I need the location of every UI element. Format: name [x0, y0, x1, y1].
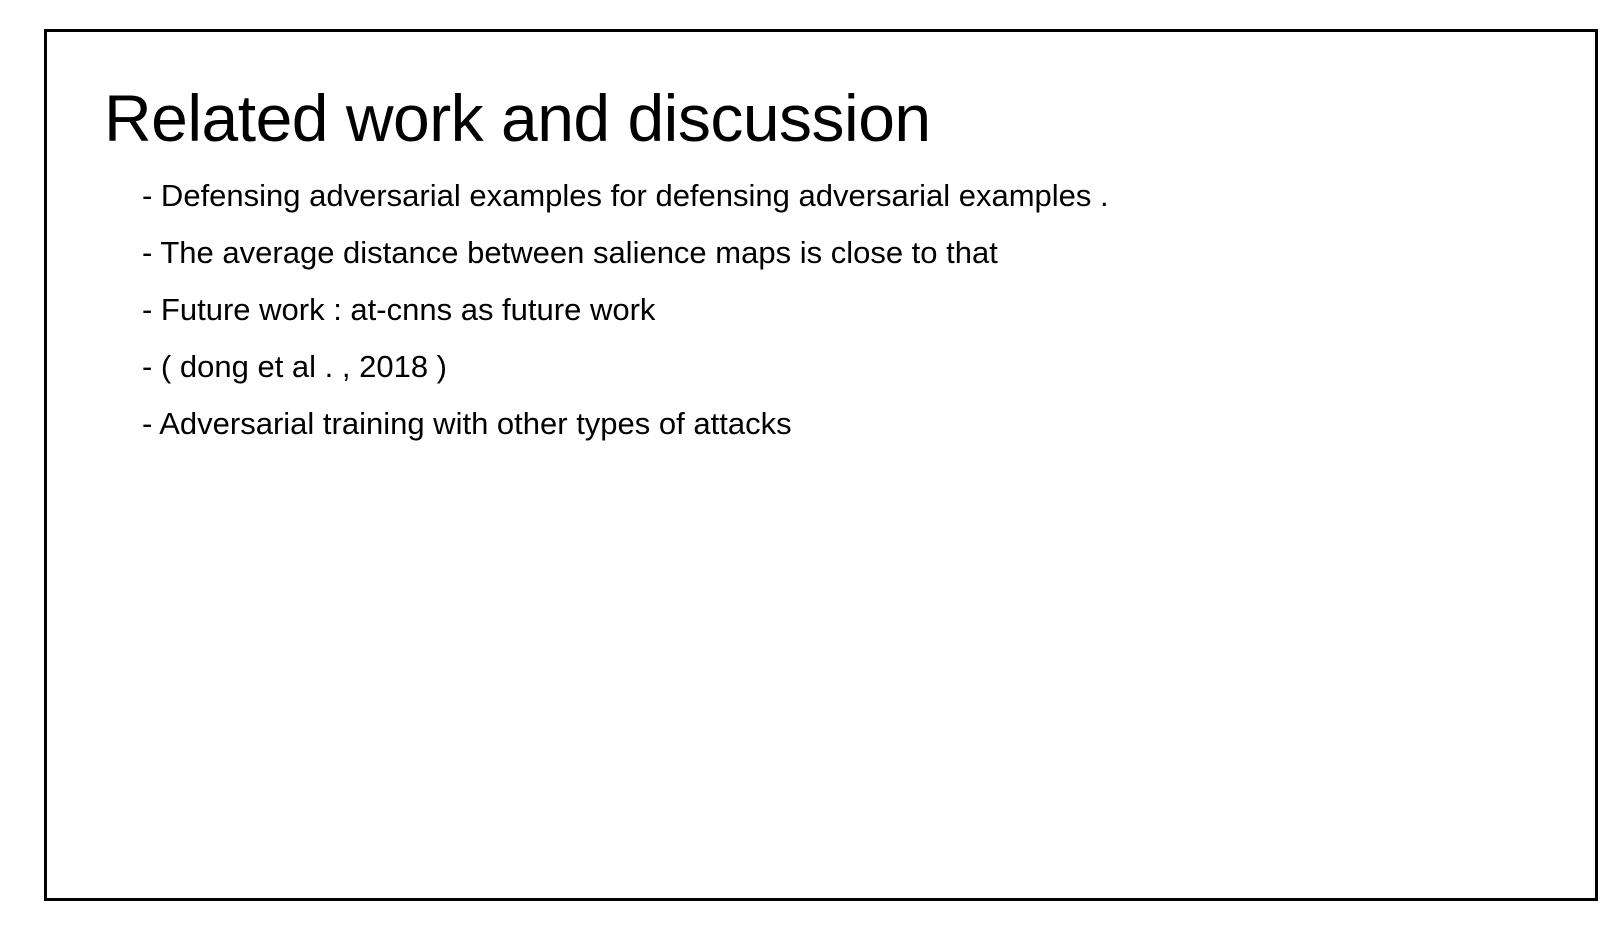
slide-frame: Related work and discussion - Defensing … — [44, 29, 1598, 901]
bullet-list: - Defensing adversarial examples for def… — [142, 167, 1109, 452]
bullet-item: - Adversarial training with other types … — [142, 406, 792, 441]
bullet-item: - The average distance between salience … — [142, 235, 998, 270]
bullet-item: - Future work : at-cnns as future work — [142, 292, 656, 327]
slide-title: Related work and discussion — [104, 81, 931, 155]
bullet-item: - Defensing adversarial examples for def… — [142, 178, 1109, 213]
bullet-item: - ( dong et al . , 2018 ) — [142, 349, 448, 384]
